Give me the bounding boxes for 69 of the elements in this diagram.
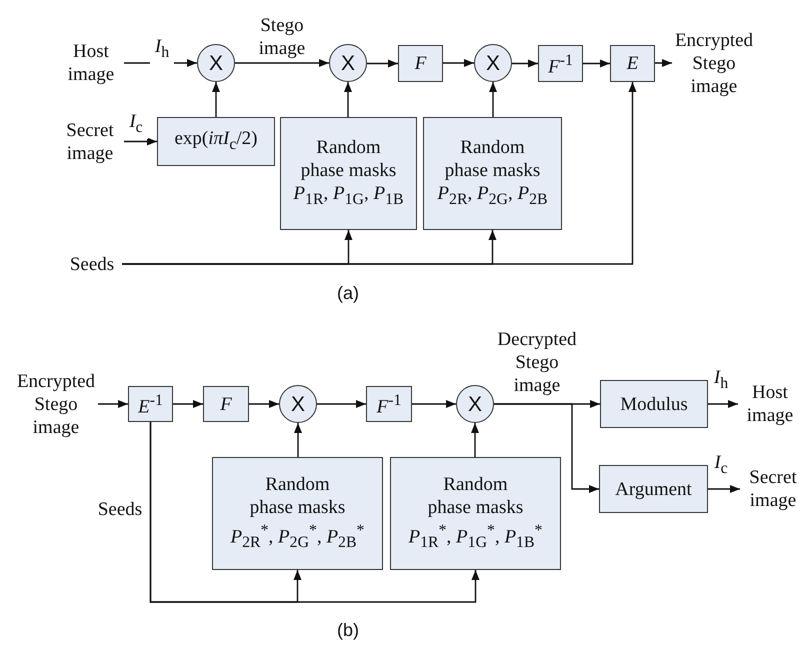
multiply-symbol: X: [208, 52, 223, 74]
process-box: [212, 457, 383, 570]
multiply-symbol: X: [340, 52, 355, 74]
block-label: Modulus: [620, 392, 688, 416]
arrow: [708, 485, 740, 493]
multiplier-circle: [329, 44, 367, 82]
arrow: [173, 400, 203, 408]
arrow: [294, 423, 302, 457]
process-box: [599, 465, 708, 513]
process-box: [157, 117, 275, 166]
arrow: [471, 423, 479, 457]
input-label: Secret image: [65, 119, 115, 165]
multiplier-circle: [474, 44, 512, 82]
arrow: [212, 82, 220, 117]
arrow: [98, 400, 128, 408]
arrow: [412, 400, 456, 408]
process-box: [128, 386, 173, 422]
output-label: Host image: [746, 381, 794, 427]
output-label: Secret image: [748, 466, 798, 512]
arrow: [583, 60, 610, 68]
input-label: Seeds: [68, 252, 116, 276]
block-label: exp(iπI$_{c}$/2): [174, 127, 258, 155]
block-label: E$^{-1}$: [138, 391, 163, 419]
block-label: F: [414, 52, 426, 75]
process-box: [398, 45, 443, 82]
input-label: Host image: [66, 40, 116, 86]
block-label: F: [220, 392, 232, 416]
block-label: Random phase masks: [300, 136, 398, 182]
arrow: [494, 403, 599, 493]
arrow: [249, 400, 279, 408]
arrow: [367, 60, 398, 68]
process-box: [423, 117, 562, 230]
block-label: F$^{-1}$: [376, 391, 402, 419]
process-box: [390, 457, 561, 570]
arrow: [235, 59, 329, 67]
arrow: [124, 138, 157, 146]
arrow: [150, 422, 480, 603]
multiplier-circle: [197, 44, 235, 82]
multiplier-circle: [456, 385, 494, 423]
arrow: [344, 82, 352, 117]
process-box: [366, 386, 412, 422]
block-label: Random phase masks: [248, 472, 346, 519]
block-label: E: [626, 52, 638, 75]
mask-list: P$_{1R}$, P$_{1G}$, P$_{1B}$: [293, 182, 404, 211]
arrow: [122, 82, 636, 265]
multiplier-circle: [279, 385, 317, 423]
mask-list: P$_{2R}$, P$_{2G}$, P$_{2B}$: [437, 182, 548, 211]
multiply-symbol: X: [290, 394, 305, 414]
panel-caption: (b): [337, 620, 359, 641]
block-label: F$^{-1}$: [548, 50, 573, 78]
panel-caption: (a): [337, 283, 359, 304]
block-label: Random phase masks: [444, 136, 542, 182]
arrow: [512, 60, 538, 68]
arrow: [708, 400, 738, 408]
process-box: [610, 45, 655, 82]
arrow: [489, 82, 497, 117]
process-box: [600, 380, 708, 428]
arrow: [655, 59, 672, 67]
block-label: Random phase masks: [426, 472, 524, 519]
block-label: Argument: [615, 478, 692, 500]
output-label: Encrypted Stego image: [674, 28, 754, 98]
process-box: [203, 386, 249, 422]
input-label: Encrypted Stego image: [16, 370, 96, 438]
multiply-symbol: X: [486, 52, 500, 74]
process-box: [538, 45, 583, 82]
multiply-symbol: X: [468, 394, 482, 414]
arrow: [317, 400, 366, 408]
arrow: [443, 59, 474, 67]
process-box: [280, 117, 417, 230]
